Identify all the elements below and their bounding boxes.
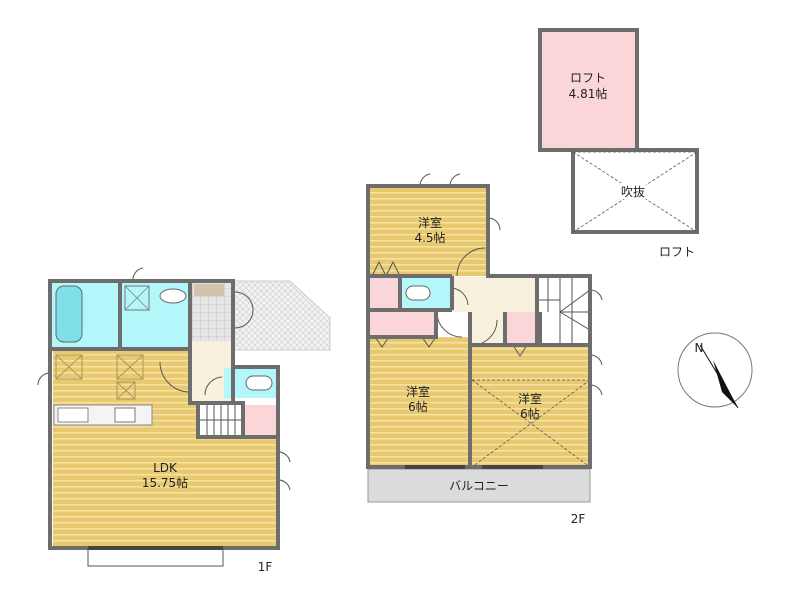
compass-icon: N	[677, 332, 753, 409]
ldk-label: LDK	[153, 461, 178, 475]
loft-floor-label: ロフト	[659, 245, 695, 259]
balcony	[367, 468, 591, 503]
bathtub-icon	[55, 285, 83, 343]
floor-1: LDK 15.75帖 1F	[37, 267, 331, 574]
room-right	[472, 345, 590, 467]
stove-icon	[114, 407, 136, 423]
void-below-marker	[471, 379, 591, 468]
sink-icon	[159, 288, 187, 304]
floor-1-label: 1F	[258, 560, 273, 574]
entrance-porch	[232, 280, 331, 351]
room-small	[368, 186, 488, 276]
floor-2-label: 2F	[571, 512, 586, 526]
stairs-2f	[537, 277, 590, 345]
void-label: 吹抜	[621, 185, 645, 199]
closet-1f	[244, 405, 276, 435]
loft-room-label: ロフト	[570, 71, 606, 85]
walls-2f	[366, 184, 592, 469]
closet-2f-a	[368, 277, 400, 310]
closet-2f-b	[368, 312, 436, 337]
balcony-label: バルコニー	[449, 479, 509, 493]
compass-north: N	[695, 341, 704, 355]
room-small-size: 4.5帖	[414, 230, 445, 245]
toilet-icon	[245, 375, 273, 391]
washing-machine-icon	[124, 285, 150, 311]
loft-room	[538, 28, 639, 152]
shoe-cabinet	[194, 284, 224, 296]
door-arc	[159, 361, 191, 393]
loft-room-size: 4.81帖	[569, 86, 608, 101]
ldk-floor	[53, 349, 277, 546]
room-small-label: 洋室	[418, 215, 442, 230]
walls-1f	[48, 279, 280, 550]
hallway-2f	[452, 277, 537, 345]
loft-floor: ロフト 4.81帖 吹抜 ロフト	[538, 28, 699, 259]
closet-2f-c	[506, 312, 540, 345]
room-right-label: 洋室	[518, 391, 542, 406]
room-left-size: 6帖	[408, 399, 428, 414]
room-left-label: 洋室	[406, 384, 430, 399]
toilet-icon	[405, 285, 431, 301]
room-left	[368, 337, 470, 467]
room-right-size: 6帖	[520, 406, 540, 421]
floor-2: 洋室 4.5帖 洋室 6帖 洋室 6帖 バルコニー 2F	[366, 173, 603, 526]
ldk-size: 15.75帖	[142, 475, 188, 490]
